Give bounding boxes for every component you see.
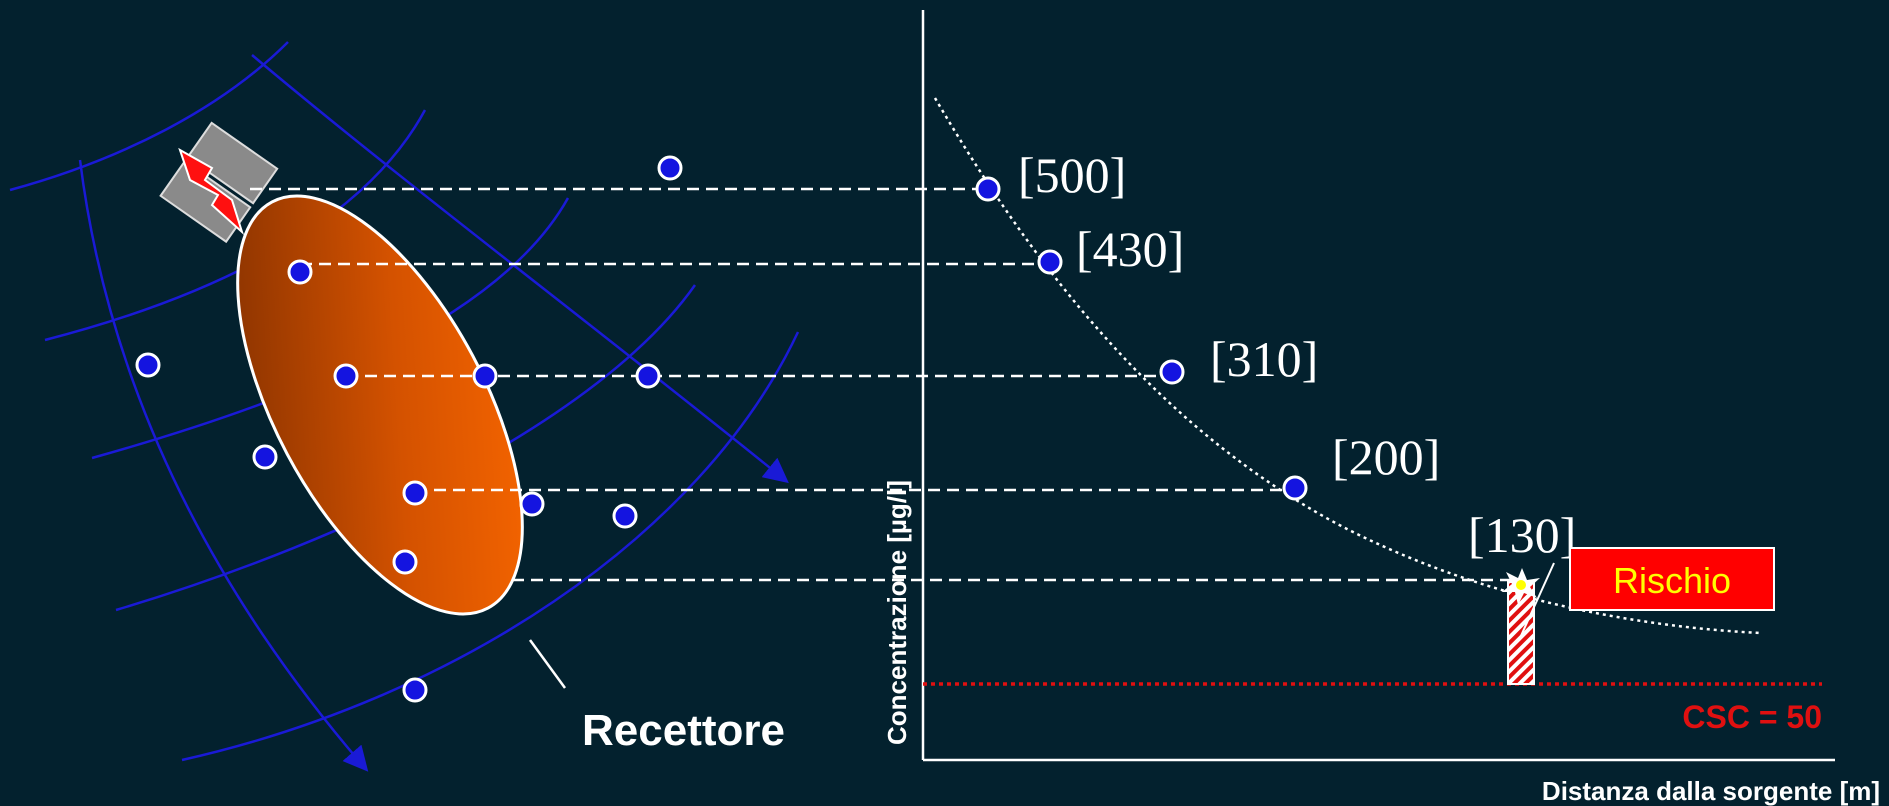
equipotential-line <box>9 41 289 192</box>
well-point <box>333 363 359 389</box>
concentration-point <box>1159 359 1185 385</box>
risk-leader-line <box>1519 562 1555 639</box>
well-point <box>252 444 278 470</box>
flowline <box>251 54 789 484</box>
contaminant-plume <box>236 194 524 616</box>
concentration-value-label: [130] <box>1468 507 1576 563</box>
well-point <box>612 503 638 529</box>
flowline <box>78 159 369 772</box>
well-point <box>472 363 498 389</box>
concentration-value-label: [500] <box>1018 147 1126 203</box>
y-axis-label: Concentrazione [µg/l] <box>882 480 912 745</box>
monitoring-wells <box>135 155 683 703</box>
risk-box <box>1569 547 1775 611</box>
lightning-bolt-icon <box>178 147 245 236</box>
concentration-value-label: [310] <box>1210 331 1318 387</box>
concentration-value-label: [200] <box>1332 429 1440 485</box>
concentration-point <box>1037 249 1063 275</box>
well-point <box>392 549 418 575</box>
receptor-leader-line <box>528 639 567 689</box>
concentration-point <box>1282 475 1308 501</box>
contamination-source <box>159 121 279 244</box>
star-burst-icon <box>1502 568 1540 605</box>
well-point <box>635 363 661 389</box>
well-point <box>287 259 313 285</box>
concentration-value-label: [430] <box>1076 221 1184 277</box>
well-point <box>402 677 428 703</box>
concentration-point <box>975 176 1001 202</box>
chart-points: [500] [430] [310][200] [130] <box>975 147 1576 563</box>
well-point <box>657 155 683 181</box>
flow-net <box>9 41 800 772</box>
x-axis-label: Distanza dalla sorgente [m] <box>1542 776 1880 806</box>
receptor-label: Recettore <box>582 706 785 755</box>
csc-label: CSC = 50 <box>1682 699 1822 735</box>
well-point <box>519 491 545 517</box>
risk-label: Rischio <box>1613 560 1731 601</box>
equipotential-line <box>181 331 800 762</box>
well-point <box>402 480 428 506</box>
well-point <box>135 352 161 378</box>
